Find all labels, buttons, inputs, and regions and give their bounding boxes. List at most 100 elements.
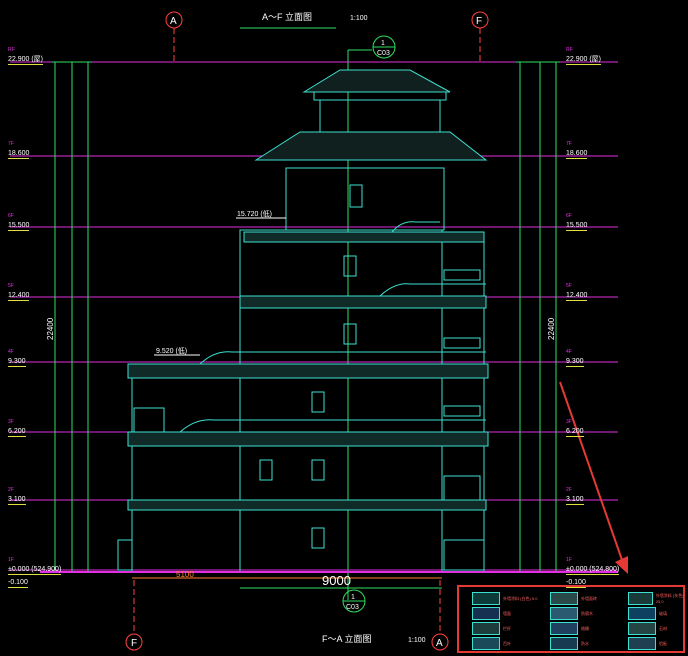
legend-label: 外墙涂料 (白色) 5.0 bbox=[503, 595, 538, 601]
callout-mid: 9.520 (低) bbox=[156, 346, 187, 355]
level-floor: 3F bbox=[566, 419, 572, 425]
level-label: 3F 6.200 bbox=[566, 418, 584, 437]
level-label: 2F 3.100 bbox=[566, 486, 584, 505]
legend-item: 防水 bbox=[550, 637, 589, 650]
level-floor: 7F bbox=[8, 141, 14, 147]
svg-text:C03: C03 bbox=[346, 604, 359, 611]
title-bottom: F～A 立面图 bbox=[322, 633, 372, 644]
legend-swatch bbox=[550, 607, 578, 620]
level-elevation: -0.100 bbox=[8, 579, 28, 588]
scale-bottom: 1:100 bbox=[408, 637, 426, 644]
level-floor: 1F bbox=[8, 557, 14, 563]
legend-label: 玻璃 bbox=[659, 610, 667, 616]
level-elevation: 22.900 (屋) bbox=[566, 56, 602, 65]
legend-item: 防腐木 bbox=[550, 607, 593, 620]
level-elevation: ±0.000 (524.800) bbox=[566, 566, 620, 575]
legend-label: 格栅 bbox=[581, 625, 589, 631]
level-elevation: 3.100 bbox=[566, 496, 584, 505]
legend-item: 百叶 bbox=[472, 637, 511, 650]
level-elevation: 12.400 bbox=[8, 292, 30, 301]
legend-item: 栏杆 bbox=[472, 622, 511, 635]
legend-label: 防水 bbox=[581, 640, 589, 646]
level-floor: 2F bbox=[566, 487, 572, 493]
legend-item: 墙面 bbox=[472, 607, 511, 620]
level-label: -0.100 bbox=[566, 578, 586, 588]
level-elevation: 6.200 bbox=[8, 428, 26, 437]
level-elevation: 18.600 bbox=[8, 150, 30, 159]
legend-label: 百叶 bbox=[503, 640, 511, 646]
total-height-right: 22400 bbox=[547, 317, 556, 340]
svg-text:C03: C03 bbox=[377, 50, 390, 57]
scale-top: 1:100 bbox=[350, 15, 368, 22]
legend-item: 玻璃 bbox=[628, 607, 667, 620]
level-elevation: 22.900 (屋) bbox=[8, 56, 44, 65]
level-floor: 3F bbox=[8, 419, 14, 425]
legend-swatch bbox=[472, 592, 500, 605]
svg-text:A: A bbox=[170, 16, 177, 27]
total-height-left: 22400 bbox=[46, 317, 55, 340]
level-label: 3F 6.200 bbox=[8, 418, 26, 437]
grid-bubble-top-right[interactable]: F bbox=[471, 11, 489, 29]
level-elevation: -0.100 bbox=[566, 579, 586, 588]
grid-bubble-bottom-right[interactable]: A bbox=[431, 633, 449, 651]
dim-5100: 5100 bbox=[176, 570, 194, 579]
legend-swatch bbox=[472, 637, 500, 650]
level-label: 7F 18.600 bbox=[8, 140, 30, 159]
level-floor: 5F bbox=[8, 283, 14, 289]
legend-item: 格栅 bbox=[550, 622, 589, 635]
level-floor: 4F bbox=[8, 349, 14, 355]
legend-label: 石材 bbox=[659, 625, 667, 631]
svg-text:F: F bbox=[476, 16, 482, 27]
building-elevation[interactable] bbox=[117, 69, 489, 573]
dim-chains-left bbox=[52, 61, 92, 573]
dim-chains-right bbox=[516, 61, 560, 573]
section-marker-bottom[interactable]: 1 C03 bbox=[342, 589, 366, 613]
level-floor: 6F bbox=[8, 213, 14, 219]
highlight-arrow bbox=[559, 381, 623, 561]
level-floor: 5F bbox=[566, 283, 572, 289]
section-marker-top[interactable]: 1 C03 bbox=[372, 35, 396, 59]
dim-9000: 9000 bbox=[322, 573, 351, 588]
legend-swatch bbox=[628, 622, 656, 635]
legend-label: 墙面 bbox=[503, 610, 511, 616]
legend-item: 外墙面砖 bbox=[550, 592, 597, 605]
legend-box[interactable] bbox=[457, 585, 685, 653]
level-floor: 7F bbox=[566, 141, 572, 147]
grid-bubble-bottom-left[interactable]: F bbox=[125, 633, 143, 651]
legend-swatch bbox=[628, 637, 656, 650]
legend-label: 铝板 bbox=[659, 640, 667, 646]
level-floor: RF bbox=[8, 47, 15, 53]
level-label: 1F±0.000 (524.800) bbox=[566, 556, 620, 575]
level-lines bbox=[10, 61, 618, 571]
legend-item: 铝板 bbox=[628, 637, 667, 650]
legend-item: 石材 bbox=[628, 622, 667, 635]
legend-label: 防腐木 bbox=[581, 610, 593, 616]
legend-swatch bbox=[628, 592, 653, 605]
legend-item: 外墙涂料 (灰色) 25.0 bbox=[628, 592, 688, 605]
level-label: RF 22.900 (屋) bbox=[8, 46, 44, 65]
level-label: 1F ±0.000 (524.900) bbox=[8, 556, 62, 575]
level-elevation: 6.200 bbox=[566, 428, 584, 437]
legend-swatch bbox=[550, 592, 578, 605]
level-label: RF 22.900 (屋) bbox=[566, 46, 602, 65]
level-elevation: ±0.000 (524.900) bbox=[8, 566, 62, 575]
svg-text:F: F bbox=[131, 638, 137, 649]
legend-label: 外墙面砖 bbox=[581, 595, 597, 601]
title-top: A～F 立面图 bbox=[262, 11, 312, 22]
svg-text:A: A bbox=[436, 638, 443, 649]
level-elevation: 9.300 bbox=[8, 358, 26, 367]
svg-text:1: 1 bbox=[381, 40, 385, 47]
level-elevation: 3.100 bbox=[8, 496, 26, 505]
grid-bubble-top-left[interactable]: A bbox=[165, 11, 183, 29]
level-floor: RF bbox=[566, 47, 573, 53]
legend-item: 外墙涂料 (白色) 5.0 bbox=[472, 592, 537, 605]
level-floor: 6F bbox=[566, 213, 572, 219]
